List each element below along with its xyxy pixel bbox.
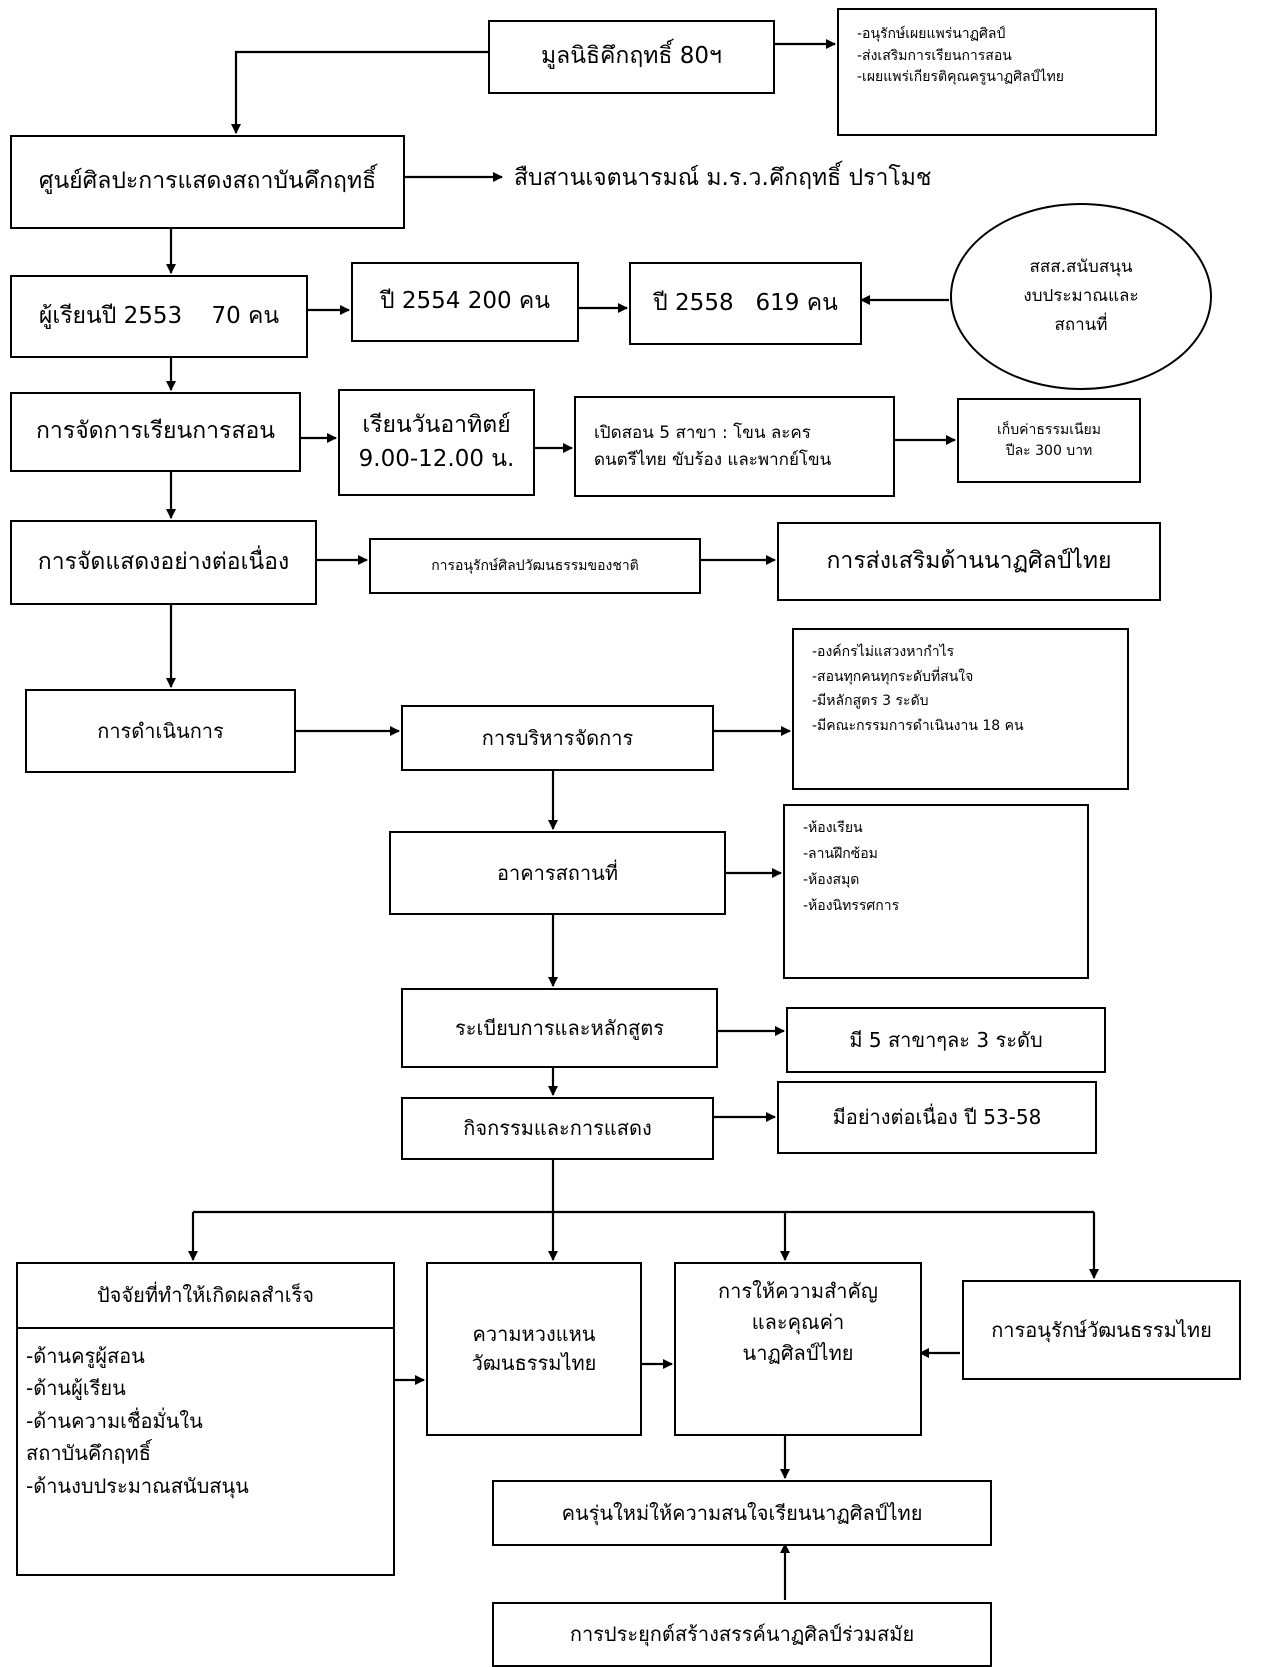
support-line: สถานที่ (1054, 314, 1108, 335)
shows-label: การจัดแสดงอย่างต่อเนื่อง (37, 548, 290, 575)
success-factors-list: -ด้านครูผู้สอน -ด้านผู้เรียน -ด้านความเช… (26, 1340, 249, 1502)
branches-line: เปิดสอน 5 สาขา : โขน ละคร (594, 423, 811, 444)
activities-label: กิจกรรมและการแสดง (463, 1116, 652, 1140)
success-item: -ด้านความเชื่อมั่นใน (26, 1408, 203, 1433)
cherish-line: วัฒนธรรมไทย (471, 1351, 597, 1375)
building-note: -ห้องนิทรรศการ (803, 897, 900, 914)
success-factors-divider (18, 1327, 393, 1329)
success-item: -ด้านผู้เรียน (26, 1376, 126, 1401)
support-ellipse: สสส.สนับสนุน งบประมาณและ สถานที่ (950, 203, 1212, 390)
shows-box: การจัดแสดงอย่างต่อเนื่อง (10, 520, 317, 605)
management-notes-box: -องค์กรไม่แสวงหากำไร -สอนทุกคนทุกระดับที… (792, 628, 1129, 790)
schedule-box: เรียนวันอาทิตย์ 9.00-12.00 น. (338, 389, 535, 496)
management-box: การบริหารจัดการ (401, 705, 714, 771)
foundation-label: มูลนิธิคึกฤทธิ์ 80ฯ (541, 43, 722, 70)
fee-line: ปีละ 300 บาท (1005, 442, 1093, 459)
schedule-line: เรียนวันอาทิตย์ (362, 412, 511, 439)
contemporary-box: การประยุกต์สร้างสรรค์นาฏศิลป์ร่วมสมัย (492, 1602, 992, 1667)
conserve-box: การอนุรักษ์ศิลปวัฒนธรรมของชาติ (369, 538, 701, 594)
success-item: สถาบันคึกฤทธิ์ (26, 1441, 151, 1466)
building-note: -ห้องเรียน (803, 820, 863, 836)
students-2554-label: ปี 2554 200 คน (379, 288, 551, 315)
management-note: -สอนทุกคนทุกระดับที่สนใจ (812, 668, 974, 685)
success-item: -ด้านงบประมาณสนับสนุน (26, 1473, 249, 1498)
management-note: -องค์กรไม่แสวงหากำไร (812, 644, 955, 660)
students-2553-label: ผู้เรียนปี 2553 70 คน (38, 302, 280, 329)
preserve-culture-box: การอนุรักษ์วัฒนธรรมไทย (962, 1280, 1241, 1380)
curriculum-note-box: มี 5 สาขาๆละ 3 ระดับ (786, 1007, 1106, 1073)
goal-item: -ส่งเสริมการเรียนการสอน (857, 47, 1012, 64)
contemporary-label: การประยุกต์สร้างสรรค์นาฏศิลป์ร่วมสมัย (569, 1622, 915, 1646)
goal-item: -อนุรักษ์เผยแพร่นาฏศิลป์ (857, 26, 1006, 42)
center-label: ศูนย์ศิลปะการแสดงสถาบันคึกฤทธิ์ (38, 168, 377, 195)
operation-box: การดำเนินการ (25, 689, 296, 773)
support-line: สสส.สนับสนุน (1029, 257, 1133, 278)
teaching-box: การจัดการเรียนการสอน (10, 392, 301, 472)
management-note: -มีหลักสูตร 3 ระดับ (812, 693, 929, 709)
value-box: การให้ความสำคัญ และคุณค่า นาฏศิลป์ไทย (674, 1262, 922, 1436)
promote-box: การส่งเสริมด้านนาฏศิลป์ไทย (777, 522, 1161, 601)
fee-box: เก็บค่าธรรมเนียม ปีละ 300 บาท (957, 398, 1141, 483)
management-label: การบริหารจัดการ (481, 725, 634, 750)
students-2553-box: ผู้เรียนปี 2553 70 คน (10, 275, 308, 358)
new-generation-label: คนรุ่นใหม่ให้ความสนใจเรียนนาฏศิลป์ไทย (561, 1500, 923, 1525)
preserve-culture-label: การอนุรักษ์วัฒนธรรมไทย (991, 1317, 1212, 1342)
arrow (231, 50, 488, 134)
curriculum-label: ระเบียบการและหลักสูตร (455, 1015, 664, 1040)
building-note: -ห้องสมุด (803, 871, 860, 888)
cherish-line: ความหวงแหน (472, 1322, 596, 1346)
teaching-label: การจัดการเรียนการสอน (36, 418, 275, 445)
center-box: ศูนย์ศิลปะการแสดงสถาบันคึกฤทธิ์ (10, 135, 405, 229)
success-factors-title: ปัจจัยที่ทำให้เกิดผลสำเร็จ (96, 1283, 315, 1307)
cherish-box: ความหวงแหน วัฒนธรรมไทย (426, 1262, 642, 1436)
curriculum-note: มี 5 สาขาๆละ 3 ระดับ (849, 1027, 1043, 1052)
building-box: อาคารสถานที่ (389, 831, 726, 915)
support-line: งบประมาณและ (1023, 286, 1139, 307)
success-factors-box: ปัจจัยที่ทำให้เกิดผลสำเร็จ -ด้านครูผู้สอ… (16, 1262, 395, 1576)
operation-label: การดำเนินการ (97, 718, 224, 743)
goal-item: -เผยแพร่เกียรติคุณครูนาฏศิลป์ไทย (857, 69, 1064, 86)
center-note: สืบสานเจตนารมณ์ ม.ร.ว.คึกฤทธิ์ ปราโมช (514, 165, 932, 191)
new-generation-box: คนรุ่นใหม่ให้ความสนใจเรียนนาฏศิลป์ไทย (492, 1480, 992, 1546)
activities-box: กิจกรรมและการแสดง (401, 1097, 714, 1160)
activities-note: มีอย่างต่อเนื่อง ปี 53-58 (832, 1105, 1042, 1129)
value-line: และคุณค่า (751, 1310, 845, 1334)
branches-line: ดนตรีไทย ขับร้อง และพากย์โขน (594, 449, 832, 470)
building-notes-box: -ห้องเรียน -ลานฝึกซ้อม -ห้องสมุด -ห้องนิ… (783, 804, 1089, 979)
activities-note-box: มีอย่างต่อเนื่อง ปี 53-58 (777, 1081, 1097, 1154)
promote-label: การส่งเสริมด้านนาฏศิลป์ไทย (826, 547, 1112, 574)
building-note: -ลานฝึกซ้อม (803, 845, 878, 862)
management-note: -มีคณะกรรมการดำเนินงาน 18 คน (812, 717, 1024, 734)
schedule-line: 9.00-12.00 น. (358, 445, 515, 472)
students-2558-box: ปี 2558 619 คน (629, 262, 862, 345)
value-line: การให้ความสำคัญ (718, 1279, 878, 1303)
branches-box: เปิดสอน 5 สาขา : โขน ละคร ดนตรีไทย ขับร้… (574, 396, 895, 497)
students-2558-label: ปี 2558 619 คน (653, 289, 838, 316)
foundation-box: มูลนิธิคึกฤทธิ์ 80ฯ (488, 20, 775, 94)
building-label: อาคารสถานที่ (497, 860, 618, 885)
foundation-goals-box: -อนุรักษ์เผยแพร่นาฏศิลป์ -ส่งเสริมการเรี… (837, 8, 1157, 136)
value-line: นาฏศิลป์ไทย (742, 1341, 854, 1365)
conserve-label: การอนุรักษ์ศิลปวัฒนธรรมของชาติ (431, 557, 639, 574)
fee-line: เก็บค่าธรรมเนียม (997, 422, 1101, 439)
students-2554-box: ปี 2554 200 คน (351, 262, 579, 342)
success-item: -ด้านครูผู้สอน (26, 1344, 145, 1368)
curriculum-box: ระเบียบการและหลักสูตร (401, 988, 718, 1068)
